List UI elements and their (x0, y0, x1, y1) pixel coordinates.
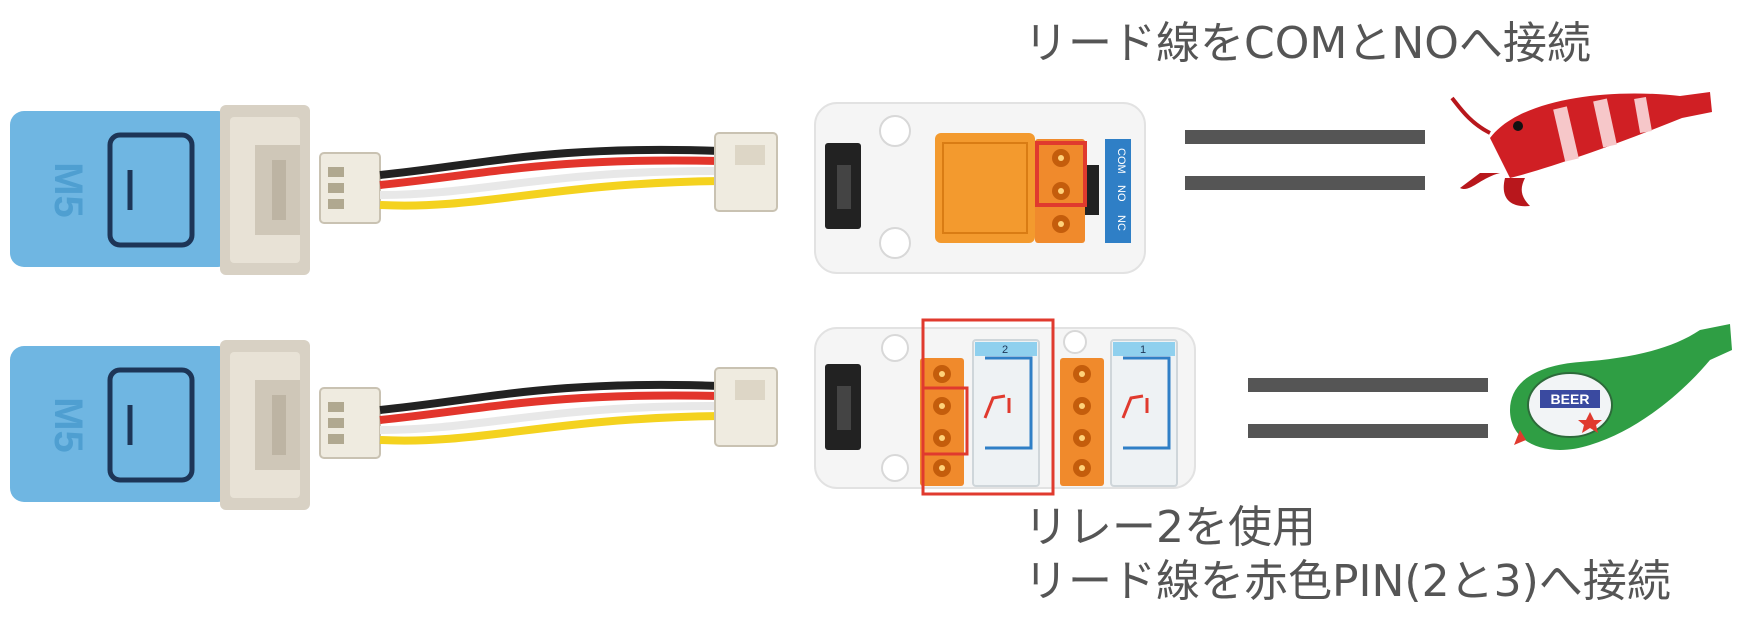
channel-label-1: 1 (1140, 344, 1146, 356)
m5-device-top: M5 (10, 105, 310, 275)
equals-sign-bottom (1248, 378, 1488, 438)
relay-unit-single: COM NO NC (814, 102, 1146, 274)
beer-label-text: BEER (1551, 391, 1590, 407)
grove-cable-top (319, 132, 778, 224)
channel-label-2: 2 (1002, 344, 1008, 356)
relay-unit-dual: 2 1 (814, 318, 1196, 496)
m5-logo: M5 (46, 397, 90, 453)
beer-bottle-plush-image: BEER (1510, 324, 1732, 450)
grove-cable-bottom (319, 367, 778, 459)
highlight-com-no (1035, 141, 1087, 207)
highlight-pins-2-3 (921, 386, 969, 456)
equals-sign-top (1185, 130, 1425, 190)
terminal-label-nc: NC (1115, 215, 1127, 231)
caption-top: リード線をCOMとNOへ接続 (1024, 18, 1591, 69)
m5-device-bottom: M5 (10, 340, 310, 510)
m5-logo: M5 (46, 162, 90, 218)
caption-bottom-line2: リード線を赤色PIN(2と3)へ接続 (1024, 556, 1671, 607)
caption-bottom-line1: リレー2を使用 (1024, 502, 1316, 553)
terminal-label-com: COM (1115, 148, 1127, 174)
shrimp-plush-image (1450, 92, 1712, 207)
terminal-label-no: NO (1115, 185, 1127, 202)
